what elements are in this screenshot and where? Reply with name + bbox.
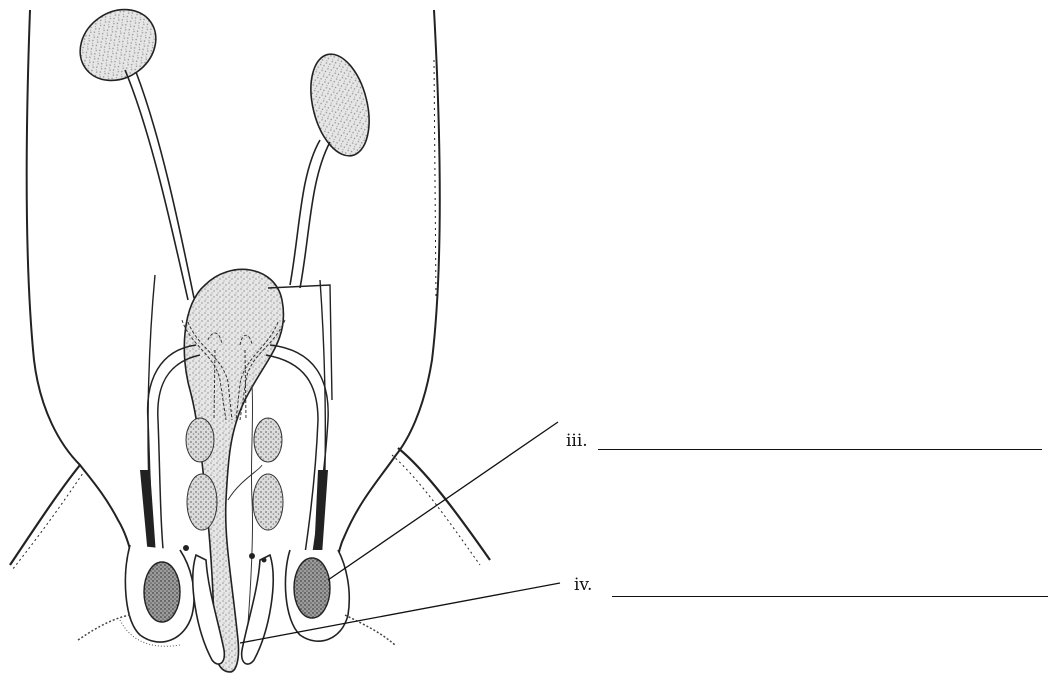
- label-iii: iii.: [566, 431, 588, 451]
- answer-line-iii[interactable]: [598, 449, 1042, 450]
- glandular-clusters: [186, 418, 283, 530]
- right-accessory-gland: [290, 48, 379, 288]
- dark-bars: [140, 470, 328, 556]
- answer-line-iv[interactable]: [612, 596, 1048, 597]
- body-wall-left: [10, 10, 132, 570]
- left-accessory-gland: [66, 0, 194, 300]
- left-lobe: [78, 545, 194, 646]
- label-iv: iv.: [574, 575, 592, 595]
